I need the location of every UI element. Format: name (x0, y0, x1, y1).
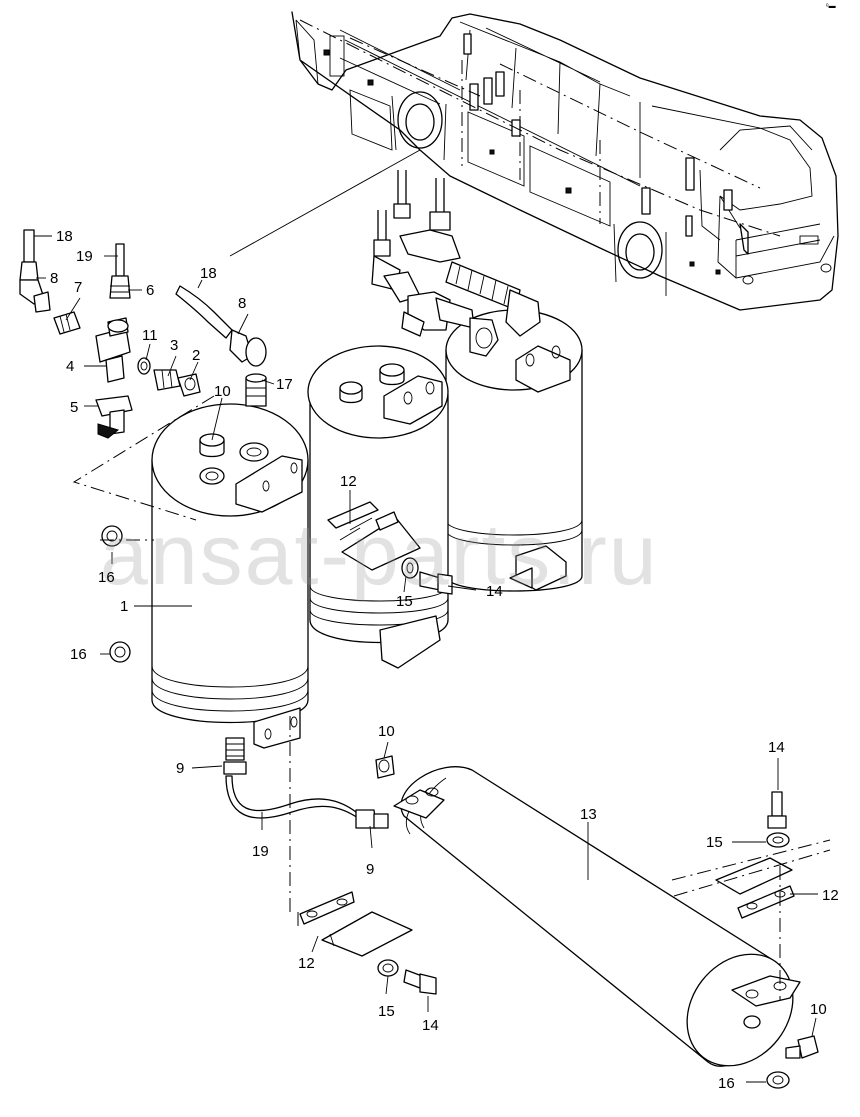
callout-14: 14 (486, 583, 503, 600)
callout-7: 7 (74, 279, 82, 296)
plug-10-middle (375, 755, 395, 779)
callout-10: 10 (214, 383, 231, 400)
callout-9: 9 (176, 760, 184, 777)
callout-12: 12 (298, 955, 315, 972)
callout-9: 9 (366, 861, 374, 878)
fitting-cluster-left (19, 229, 201, 663)
front-air-tank-1 (151, 403, 309, 775)
callout-10: 10 (378, 723, 395, 740)
fitting-cluster-middle (175, 285, 267, 407)
bolt-14-upper (401, 557, 453, 595)
rear-tank-assembly (307, 170, 583, 669)
bus-illustration (291, 11, 839, 311)
callout-16: 16 (70, 646, 87, 663)
bus-to-tank-line (229, 149, 421, 257)
callout-2: 2 (192, 347, 200, 364)
callout-15: 15 (378, 1003, 395, 1020)
plug-10-right (785, 1035, 819, 1059)
bracket-12-upper (327, 501, 421, 571)
callout-19: 19 (76, 248, 93, 265)
callout-14: 14 (768, 739, 785, 756)
callout-4: 4 (66, 358, 74, 375)
callout-5: 5 (70, 399, 78, 416)
callout-3: 3 (170, 337, 178, 354)
callout-13: 13 (580, 806, 597, 823)
bracket-12-right (715, 857, 795, 919)
callout-16: 16 (718, 1075, 735, 1092)
dashed-assembly-lines (72, 395, 831, 1000)
callout-labels: 18 8 19 6 7 4 11 3 2 5 18 8 10 17 12 16 … (50, 228, 839, 1092)
callout-8: 8 (238, 295, 246, 312)
callout-1: 1 (120, 598, 128, 615)
bracket-12-lower (299, 891, 413, 957)
watermark: ansat-parts.ru (100, 507, 659, 603)
callout-6: 6 (146, 282, 154, 299)
callout-19: 19 (252, 843, 269, 860)
callout-8: 8 (50, 270, 58, 287)
washer-16-right (766, 1071, 790, 1089)
callout-11: 11 (142, 327, 158, 344)
callout-12: 12 (822, 887, 839, 904)
callout-16: 16 (98, 569, 115, 586)
bolt-14-right (766, 791, 790, 848)
bolt-14-lower (377, 959, 437, 995)
callout-14: 14 (422, 1017, 439, 1034)
pipe-19 (225, 775, 359, 819)
callout-15: 15 (706, 834, 723, 851)
corner-mark: ᵉ▬ (826, 3, 836, 10)
leader-lines (34, 235, 818, 1083)
callout-18: 18 (200, 265, 217, 282)
callout-17: 17 (276, 376, 293, 393)
callout-18: 18 (56, 228, 73, 245)
callout-12: 12 (340, 473, 357, 490)
callout-10: 10 (810, 1001, 827, 1018)
horizontal-air-tank-13 (355, 766, 801, 1067)
callout-15: 15 (396, 593, 413, 610)
